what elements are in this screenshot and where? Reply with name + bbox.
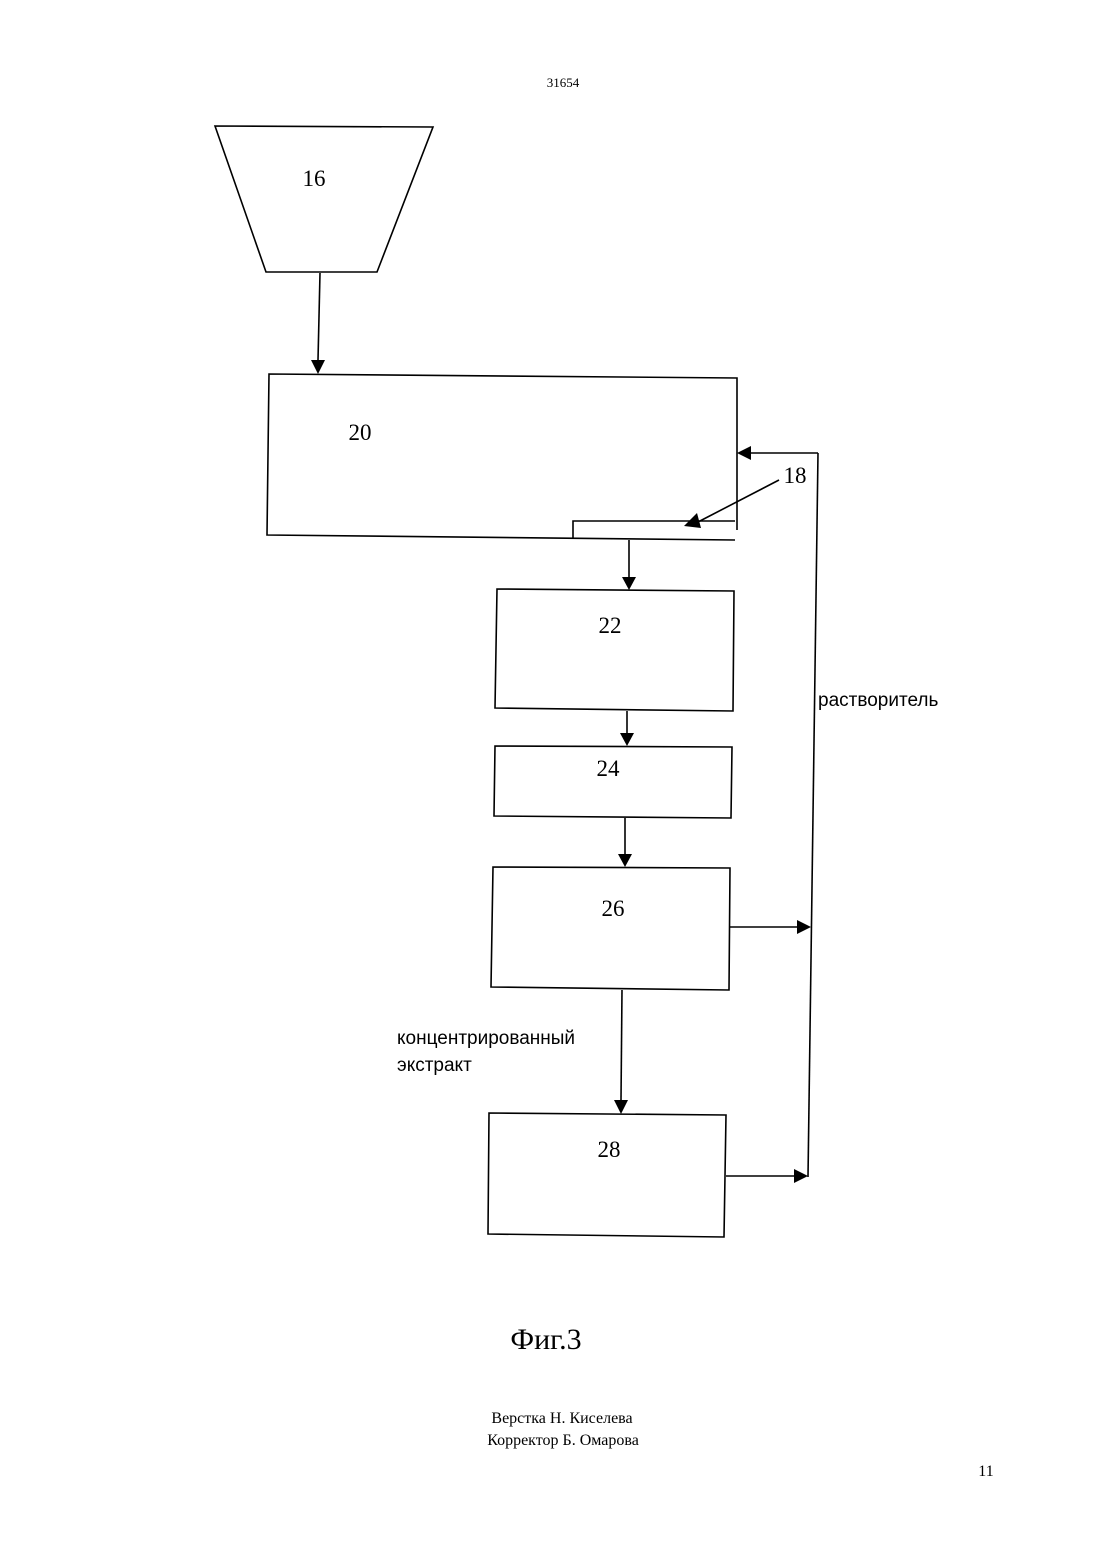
unit-box-26 [491, 867, 730, 990]
arrowhead-22-to-24 [620, 733, 634, 746]
unit-box-24-label: 24 [597, 756, 621, 781]
extract-label-line2: экстракт [397, 1055, 472, 1076]
solvent-label: растворитель [818, 690, 938, 711]
arrow-16-to-20 [318, 273, 320, 360]
arrowhead-16-to-20 [311, 360, 325, 374]
arrowhead-24-to-26 [618, 854, 632, 867]
arrowhead-26-to-return [797, 920, 811, 934]
proof-credit: Корректор Б. Омарова [487, 1432, 639, 1449]
arrowhead-28-to-return [794, 1169, 808, 1183]
arrow-26-to-28 [621, 990, 622, 1100]
hopper-16-label: 16 [303, 166, 326, 191]
layout-credit: Верстка Н. Киселева [491, 1410, 632, 1427]
page-number: 11 [978, 1463, 993, 1480]
arrowhead-20-to-22 [622, 577, 636, 590]
hopper-16 [215, 126, 433, 272]
solvent-distributor-18 [573, 521, 735, 538]
unit-box-22 [495, 589, 734, 711]
unit-box-28-label: 28 [598, 1137, 621, 1162]
unit-box-22-label: 22 [599, 613, 622, 638]
pointer-18 [698, 480, 779, 522]
solvent-return-line [808, 453, 818, 1177]
extractor-box-20 [267, 374, 737, 540]
unit-box-28 [488, 1113, 726, 1237]
solvent-feed-arrowhead [737, 446, 751, 460]
solvent-inlet-18-label: 18 [784, 463, 807, 488]
extractor-box-20-label: 20 [349, 420, 372, 445]
figure-caption: Фиг.3 [510, 1323, 581, 1356]
arrowhead-26-to-28 [614, 1100, 628, 1114]
unit-box-26-label: 26 [602, 896, 625, 921]
document-number: 31654 [547, 75, 580, 90]
extract-label-line1: концентрированный [397, 1028, 575, 1049]
